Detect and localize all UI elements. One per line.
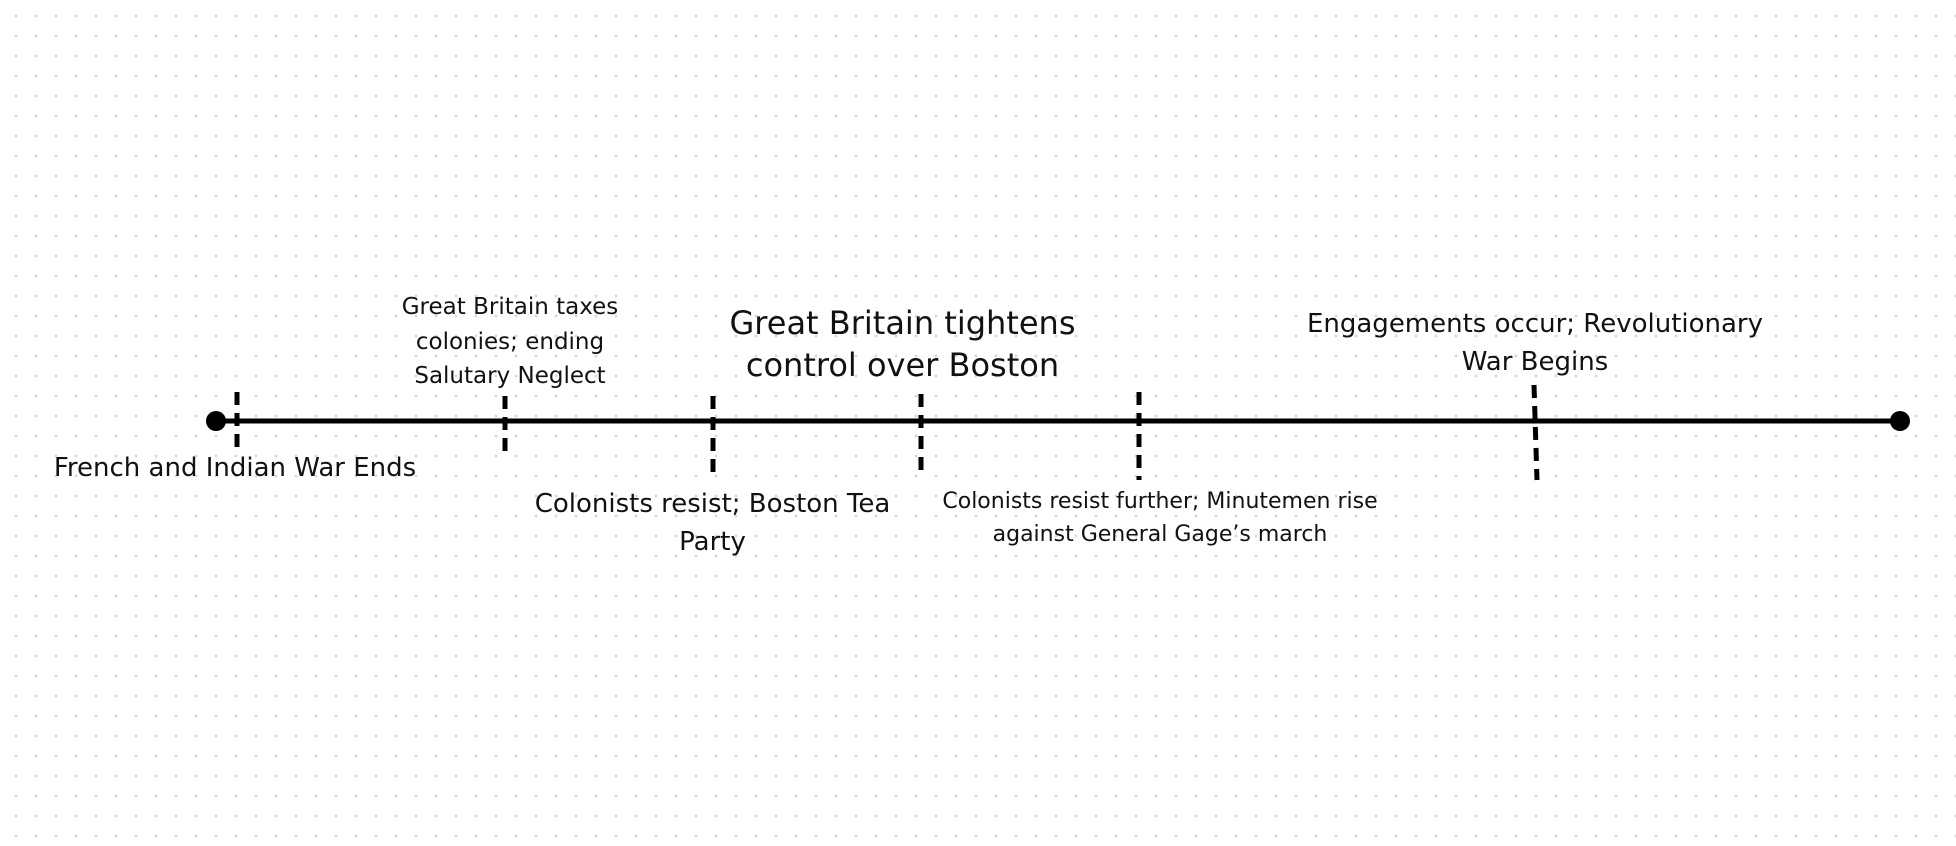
event-tick-6	[1531, 384, 1540, 481]
event-label-revolutionary-war-begins: Engagements occur; Revolutionary War Beg…	[1306, 309, 1764, 377]
event-label-french-indian-war-ends: French and Indian War Ends	[53, 453, 417, 483]
event-label-boston-tea-party: Colonists resist; Boston Tea Party	[534, 489, 891, 557]
event-label-minutemen-rise: Colonists resist further; Minutemen rise…	[942, 489, 1378, 547]
timeline-start-dot	[206, 411, 226, 431]
event-label-britain-tightens-control: Great Britain tightens control over Bost…	[729, 304, 1076, 384]
event-label-britain-taxes-colonies: Great Britain taxes colonies; ending Sal…	[401, 294, 619, 389]
timeline-end-dot	[1890, 411, 1910, 431]
